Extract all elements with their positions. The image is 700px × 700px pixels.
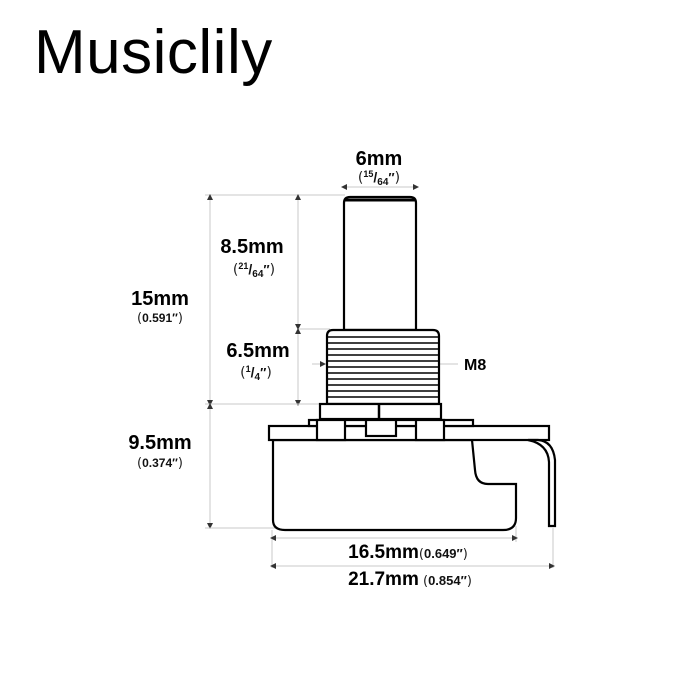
thread-length-label: 6.5mm	[226, 340, 289, 362]
dimension-guides	[205, 184, 555, 569]
shaft	[342, 195, 418, 332]
thread-lines	[327, 336, 439, 398]
mounting-plate	[267, 424, 551, 442]
thread-spec-label: M8	[464, 357, 486, 374]
body-height-label: 9.5mm	[128, 432, 191, 454]
body-width-label: 16.5mm(0.649″)	[348, 542, 468, 563]
total-height-inch: (0.591″)	[137, 311, 183, 326]
shaft-width-inch: (15/64″)	[358, 169, 400, 188]
overall-width-label: 21.7mm (0.854″)	[348, 569, 472, 590]
brand-title: Musiclily	[34, 18, 273, 87]
nut	[318, 402, 443, 421]
thread-length-inch: (1/4″)	[240, 364, 272, 383]
shaft-length-label: 8.5mm	[220, 236, 283, 258]
shaft-length-inch: (21/64″)	[233, 261, 275, 280]
total-height-label: 15mm	[131, 288, 189, 310]
body-can	[271, 438, 518, 532]
body-height-inch: (0.374″)	[137, 456, 183, 471]
potentiometer-part	[267, 195, 557, 532]
terminal-lug	[527, 438, 557, 528]
shaft-width-label: 6mm	[356, 148, 403, 170]
